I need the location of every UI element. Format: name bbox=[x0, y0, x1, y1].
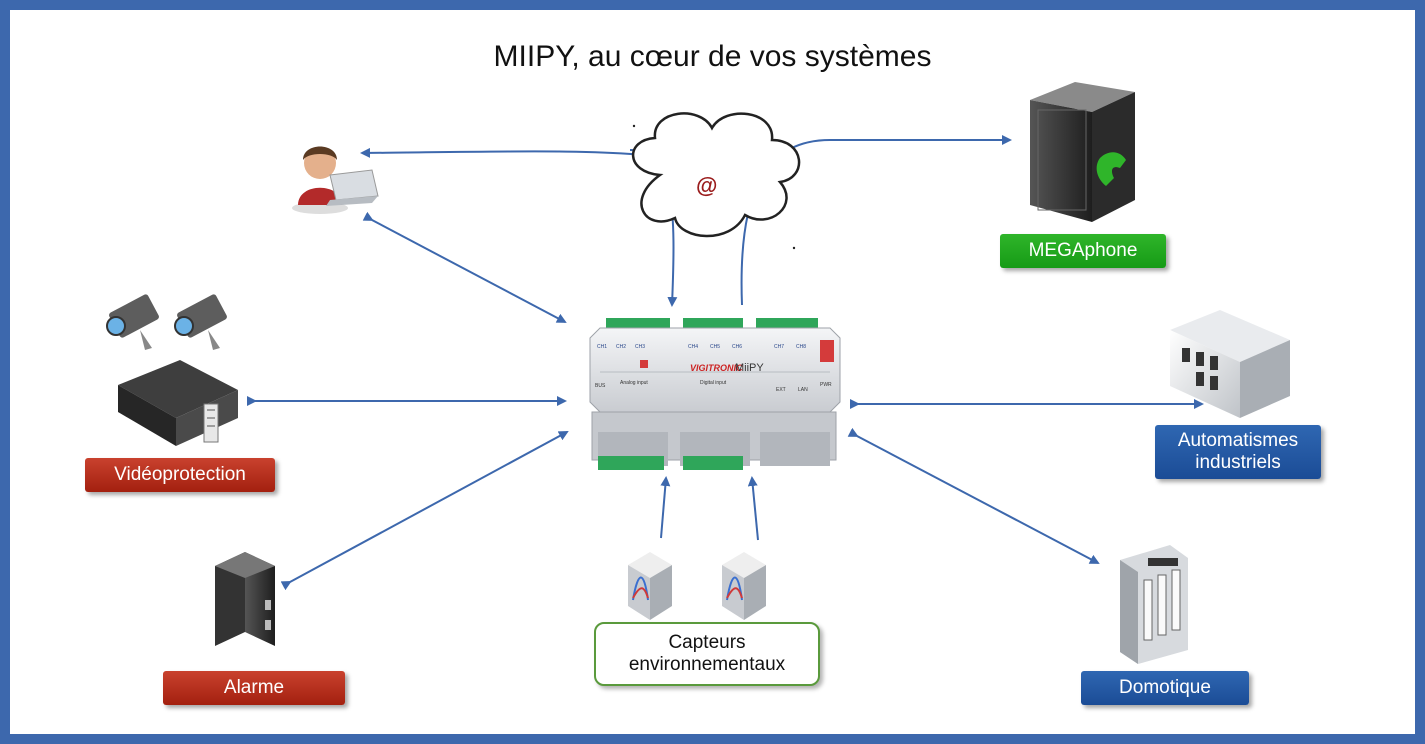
device-channel: CH1 bbox=[597, 344, 607, 350]
device-channel: CH5 bbox=[710, 344, 720, 350]
device-text: VIGITRONIC MiiPY Analog input Digital in… bbox=[595, 344, 832, 393]
label-megaphone: MEGAphone bbox=[1000, 234, 1166, 268]
sensor-icon bbox=[628, 552, 766, 620]
arrow-sensor1-device bbox=[660, 476, 671, 539]
device-channel: CH6 bbox=[732, 344, 742, 350]
device-channel: CH4 bbox=[688, 344, 698, 350]
miipy-device bbox=[589, 318, 841, 470]
cloud-at-symbol: @ bbox=[696, 173, 718, 198]
device-bus-label: BUS bbox=[595, 383, 606, 389]
dvr-icon bbox=[118, 360, 238, 446]
device-port-lan: LAN bbox=[798, 387, 808, 393]
arrow-alarm-device bbox=[280, 431, 569, 591]
device-digital-label: Digital input bbox=[700, 380, 727, 386]
device-brand: VIGITRONIC bbox=[690, 363, 743, 373]
device-channel: CH2 bbox=[616, 344, 626, 350]
device-channel: CH3 bbox=[635, 344, 645, 350]
arrow-device-domotique bbox=[847, 427, 1100, 564]
server-phone-icon bbox=[1030, 82, 1135, 222]
arrow-user-device bbox=[362, 211, 567, 323]
terminal-block bbox=[683, 456, 743, 470]
terminal-block bbox=[598, 456, 664, 470]
device-port-ext: EXT bbox=[776, 387, 786, 393]
home-automation-icon bbox=[1120, 545, 1188, 664]
arrow-sensor2-device bbox=[747, 476, 759, 541]
connection-arrows bbox=[247, 135, 1204, 591]
label-automatismes: Automatismes industriels bbox=[1155, 425, 1321, 479]
device-channel: CH7 bbox=[774, 344, 784, 350]
label-alarme: Alarme bbox=[163, 671, 345, 705]
label-domotique: Domotique bbox=[1081, 671, 1249, 705]
cloud-icon bbox=[631, 112, 801, 250]
user-laptop-icon bbox=[292, 146, 379, 214]
terminal-block bbox=[683, 318, 743, 330]
terminal-block bbox=[606, 318, 670, 330]
label-videoprotection: Vidéoprotection bbox=[85, 458, 275, 492]
device-port-pwr: PWR bbox=[820, 382, 832, 388]
arrow-cloud-to-user bbox=[360, 147, 669, 159]
device-analog-label: Analog input bbox=[620, 380, 648, 386]
device-model: MiiPY bbox=[735, 362, 764, 374]
terminal-block bbox=[756, 318, 818, 330]
device-channel: CH8 bbox=[796, 344, 806, 350]
label-capteurs: Capteurs environnementaux bbox=[594, 622, 820, 686]
alarm-panel-icon bbox=[215, 552, 275, 646]
plc-icon bbox=[1170, 310, 1290, 418]
diagram-title: MIIPY, au cœur de vos systèmes bbox=[493, 40, 932, 73]
camera-icon bbox=[106, 294, 227, 350]
